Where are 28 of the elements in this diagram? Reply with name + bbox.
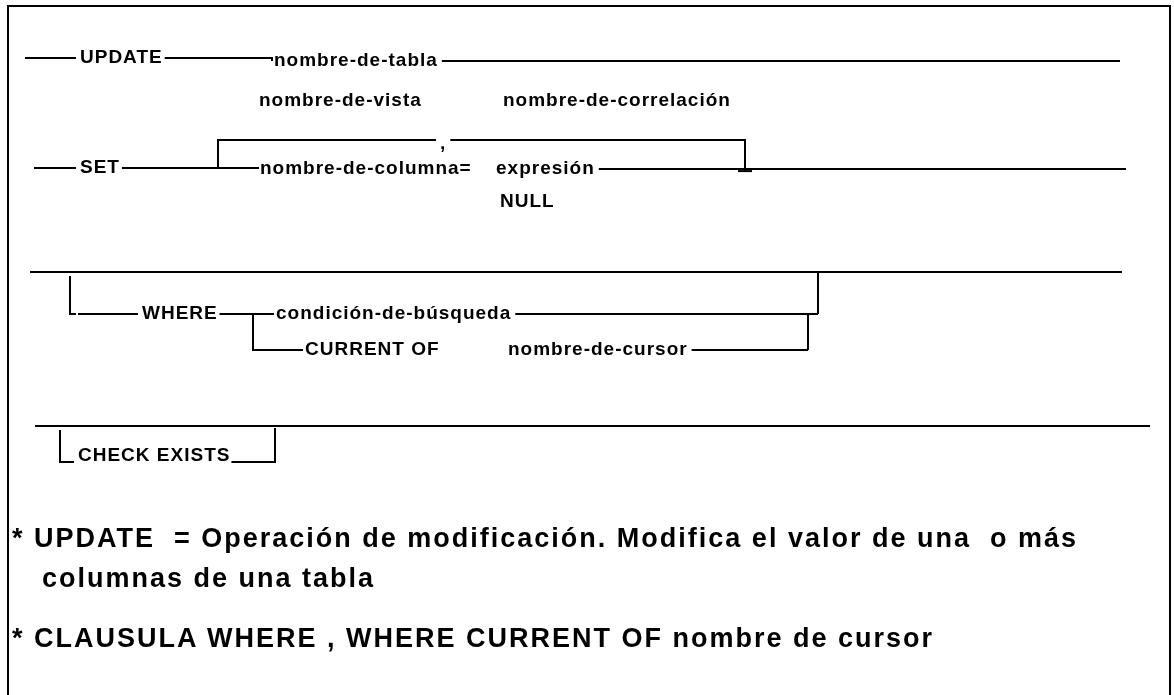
- rail-line: [24, 57, 77, 60]
- syntax-term: nombre-de-columna=: [260, 157, 472, 179]
- syntax-term: UPDATE: [80, 46, 163, 68]
- syntax-term: nombre-de-cursor: [508, 338, 688, 360]
- rail-line: [33, 167, 77, 170]
- rail-line: [77, 313, 139, 316]
- syntax-term: condición-de-búsqueda: [276, 302, 512, 324]
- rail-line: [440, 60, 1121, 63]
- note-text: * UPDATE = Operación de modificación. Modifica el valor de una o más columnas de una tabla: [12, 522, 1079, 595]
- syntax-term: CHECK EXISTS: [78, 444, 231, 466]
- rail-line: [690, 349, 809, 352]
- rail-line: [597, 168, 1127, 171]
- syntax-term: nombre-de-tabla: [274, 49, 438, 71]
- rail-line: [217, 139, 437, 170]
- syntax-term: nombre-de-correlación: [503, 89, 731, 111]
- syntax-term: expresión: [496, 157, 595, 179]
- syntax-term: nombre-de-vista: [259, 89, 422, 111]
- syntax-term: ,: [440, 132, 447, 154]
- rail-line: [218, 313, 304, 352]
- syntax-term: WHERE: [142, 302, 218, 324]
- syntax-term: SET: [80, 156, 120, 178]
- rail-line: [120, 167, 259, 171]
- syntax-term: CURRENT OF: [305, 338, 440, 360]
- rail-line: [514, 313, 819, 316]
- rail-line: [449, 139, 746, 173]
- rail-line: [163, 57, 273, 63]
- note-text: * CLAUSULA WHERE , WHERE CURRENT OF nombre de cursor: [12, 622, 936, 655]
- syntax-term: NULL: [500, 190, 555, 212]
